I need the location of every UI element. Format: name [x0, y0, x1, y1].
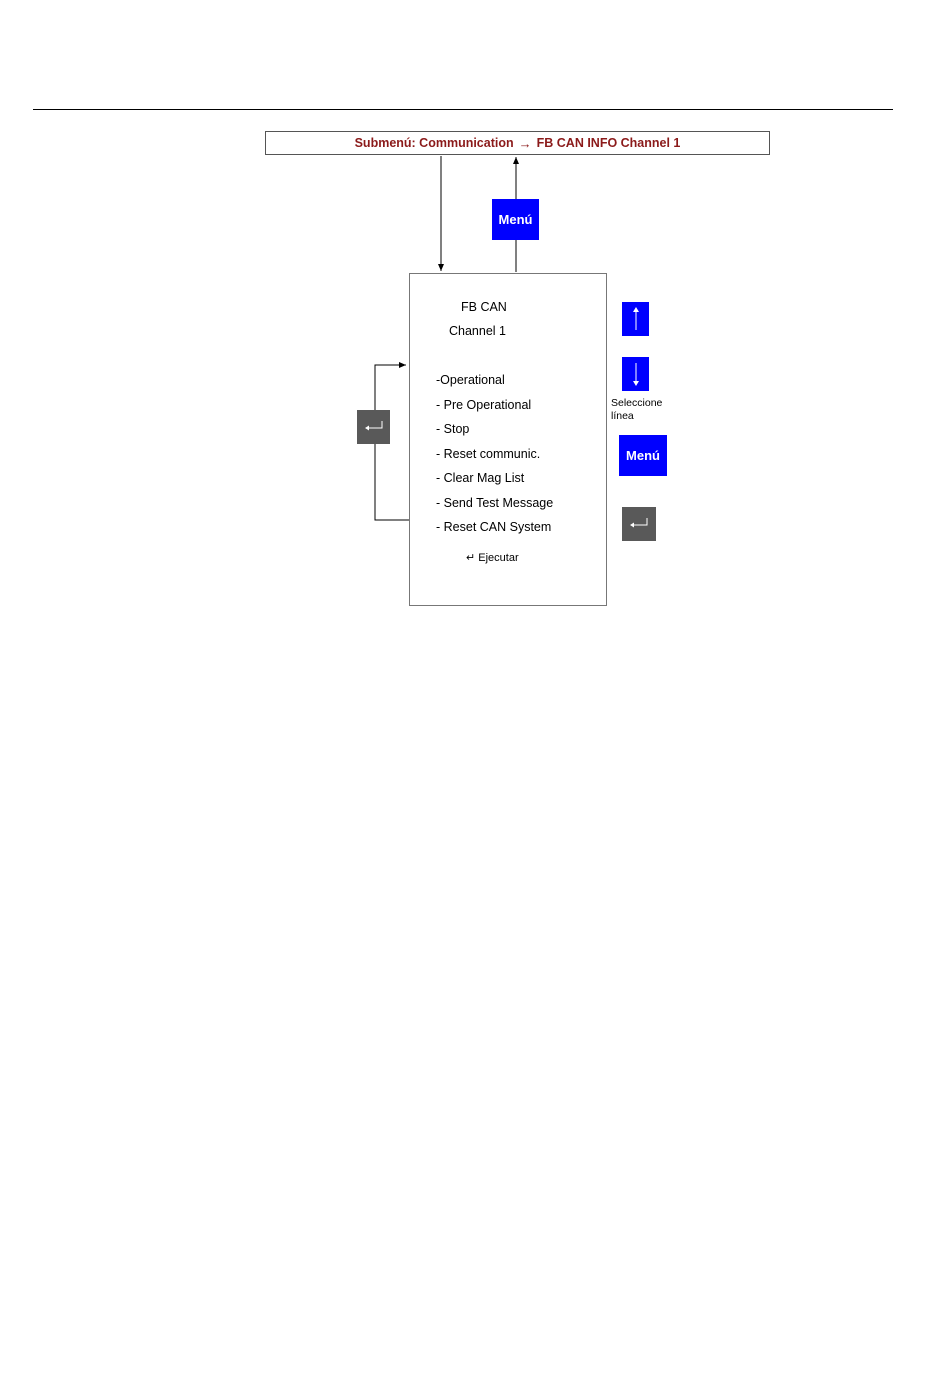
menu-option-reset-communic[interactable]: - Reset communic.	[436, 447, 540, 461]
menu-option-reset-can-system[interactable]: - Reset CAN System	[436, 520, 551, 534]
down-button[interactable]	[622, 357, 649, 391]
lcd-screen: FB CAN Channel 1 -Operational - Pre Oper…	[409, 273, 607, 606]
screen-channel: Channel 1	[449, 324, 506, 338]
menu-option-clear-mag-list[interactable]: - Clear Mag List	[436, 471, 524, 485]
enter-return-icon	[363, 420, 385, 434]
up-button[interactable]	[622, 302, 649, 336]
screen-title: FB CAN	[461, 300, 507, 314]
menu-option-stop[interactable]: - Stop	[436, 422, 469, 436]
select-line-text-1: Seleccione	[611, 397, 662, 410]
enter-small-icon: ↵	[466, 552, 475, 564]
menu-option-pre-operational[interactable]: - Pre Operational	[436, 398, 531, 412]
menu-button-top[interactable]: Menú	[492, 199, 539, 240]
menu-button-right[interactable]: Menú	[619, 435, 667, 476]
enter-button-left[interactable]	[357, 410, 390, 444]
arrow-up-icon	[632, 307, 640, 331]
enter-button-right[interactable]	[622, 507, 656, 541]
enter-return-icon	[628, 517, 650, 531]
execute-hint: ↵ Ejecutar	[466, 551, 519, 564]
menu-option-operational[interactable]: -Operational	[436, 373, 505, 387]
execute-label: Ejecutar	[478, 552, 518, 564]
select-line-label: Seleccione línea	[611, 397, 662, 423]
arrow-down-icon	[632, 362, 640, 386]
menu-option-send-test-message[interactable]: - Send Test Message	[436, 496, 553, 510]
select-line-text-2: línea	[611, 410, 662, 423]
